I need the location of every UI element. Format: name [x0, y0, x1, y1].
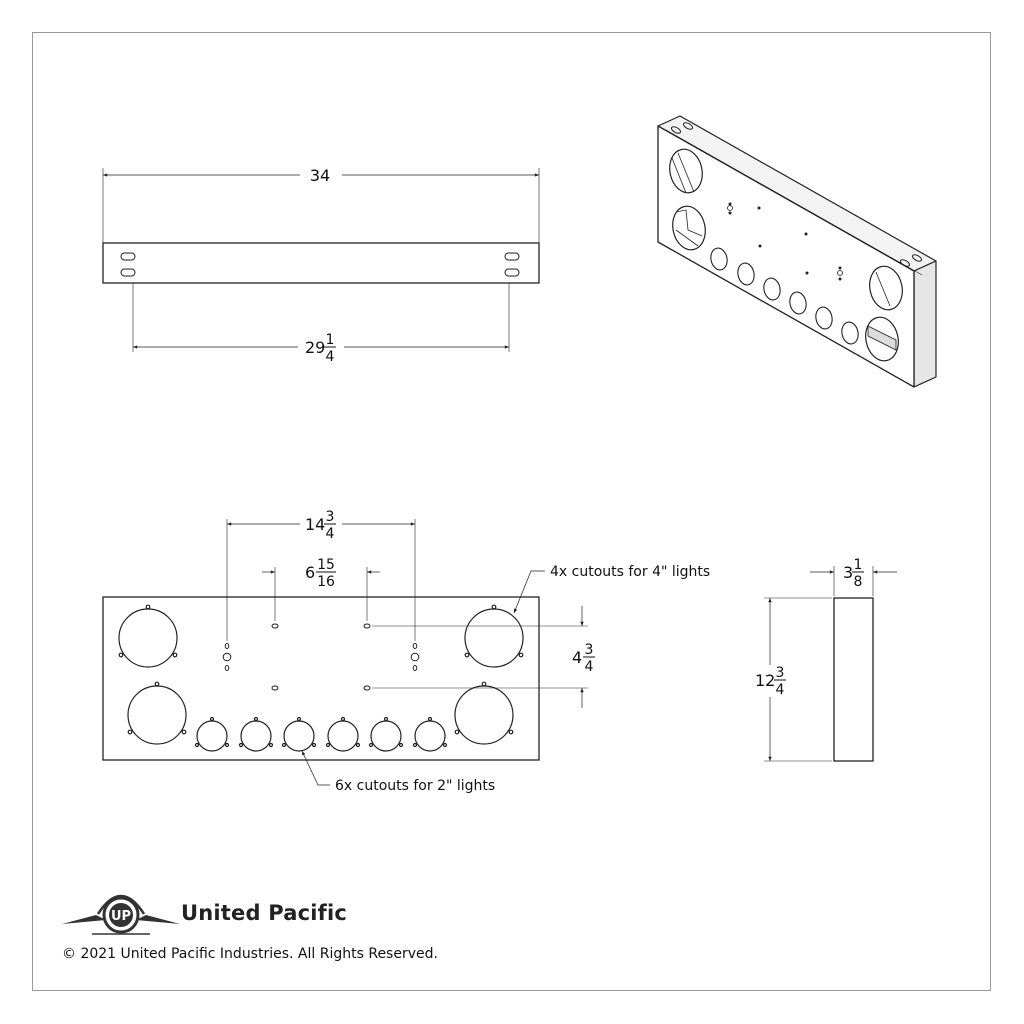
- large-light-cutout: [464, 604, 524, 668]
- top-view-outline: [102, 242, 540, 284]
- hole-spacing-dimension: 29 1 4: [305, 332, 336, 365]
- small-cutouts-callout: 6x cutouts for 2" lights: [335, 778, 495, 794]
- height-dimension: 12 3 4: [755, 665, 786, 698]
- logo-letters: UP: [111, 909, 131, 924]
- svg-text:3: 3: [326, 509, 335, 525]
- iso-small-cutouts: [710, 247, 859, 345]
- svg-text:4: 4: [585, 659, 594, 675]
- iso-large-cutout: [869, 265, 903, 311]
- mount-slot: [504, 252, 520, 261]
- brand-name: United Pacific: [181, 901, 348, 925]
- svg-text:3: 3: [843, 563, 853, 582]
- top-view: [102, 168, 540, 352]
- svg-text:6: 6: [305, 563, 315, 582]
- svg-text:29: 29: [305, 338, 325, 357]
- front-view: [102, 519, 588, 786]
- large-cutouts-callout: 4x cutouts for 4" lights: [550, 564, 710, 580]
- svg-text:4: 4: [326, 526, 335, 542]
- overall-length-dimension: 34: [310, 166, 330, 185]
- svg-text:12: 12: [755, 671, 775, 690]
- large-light-cutout: [127, 681, 187, 745]
- large-light-cutout: [454, 681, 514, 745]
- mounting-holes: [222, 623, 420, 691]
- svg-text:16: 16: [317, 574, 335, 590]
- front-view-outline: [102, 596, 540, 761]
- inner-hole-spacing-dimension: 6 15 16: [305, 557, 336, 590]
- side-view-outline: [833, 597, 874, 762]
- small-light-cutouts: [194, 716, 448, 752]
- drawing-frame: [32, 32, 991, 991]
- mount-slot: [504, 268, 520, 277]
- iso-large-cutout: [865, 316, 899, 362]
- svg-text:4: 4: [572, 648, 582, 667]
- copyright-notice: © 2021 United Pacific Industries. All Ri…: [62, 946, 438, 962]
- mount-slot: [120, 252, 136, 261]
- svg-text:1: 1: [326, 332, 335, 348]
- side-view: [764, 566, 897, 762]
- iso-large-cutout: [672, 205, 706, 251]
- outer-hole-spacing-dimension: 14 3 4: [305, 509, 336, 542]
- mount-slot: [120, 268, 136, 277]
- svg-text:1: 1: [854, 557, 863, 573]
- large-light-cutout: [118, 604, 178, 668]
- isometric-view: [657, 115, 937, 388]
- svg-text:15: 15: [317, 557, 335, 573]
- svg-text:3: 3: [585, 642, 594, 658]
- svg-text:4: 4: [326, 349, 335, 365]
- iso-large-cutout: [669, 148, 703, 194]
- depth-dimension: 3 1 8: [843, 557, 864, 590]
- svg-text:14: 14: [305, 515, 325, 534]
- svg-text:8: 8: [854, 574, 863, 590]
- vertical-hole-spacing-dimension: 4 3 4: [572, 642, 595, 675]
- winged-circle-logo-icon: UP: [62, 894, 180, 935]
- svg-text:3: 3: [776, 665, 785, 681]
- svg-text:4: 4: [776, 682, 785, 698]
